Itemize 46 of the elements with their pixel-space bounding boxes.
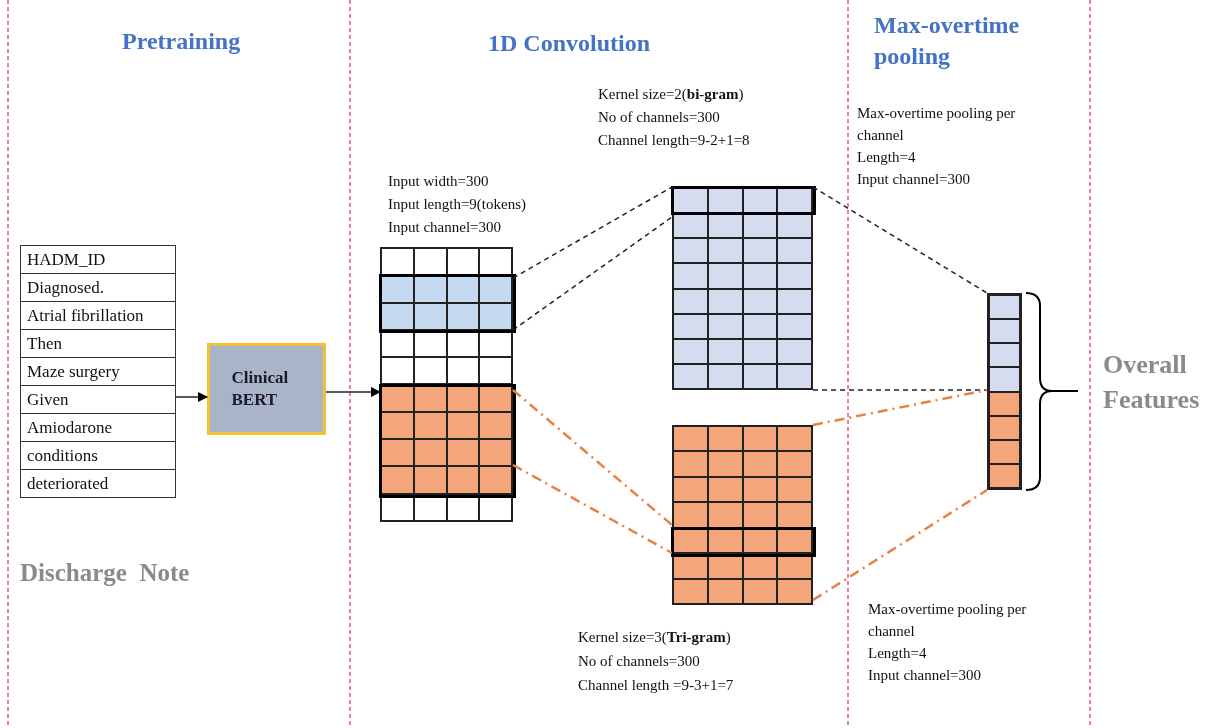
projection-line bbox=[812, 389, 988, 391]
pooled-vector bbox=[987, 293, 1022, 490]
projection-line bbox=[812, 488, 988, 602]
parameter-text: Max-overtime pooling per channel bbox=[857, 104, 1017, 145]
note-row: Given bbox=[21, 385, 175, 413]
section-heading: Max-overtime pooling bbox=[874, 11, 1021, 72]
parameter-text: Input channel=300 bbox=[857, 170, 970, 189]
arrow bbox=[175, 392, 208, 402]
note-row: Atrial fibrillation bbox=[21, 301, 175, 329]
parameter-text: No of channels=300 bbox=[578, 652, 700, 671]
note-row: deteriorated bbox=[21, 469, 175, 497]
feature-matrix bbox=[672, 187, 813, 390]
parameter-text: Input channel=300 bbox=[868, 666, 981, 685]
feature-matrix bbox=[380, 247, 513, 522]
section-heading: Pretraining bbox=[122, 27, 242, 56]
model-box bbox=[207, 343, 326, 435]
parameter-text: Input channel=300 bbox=[388, 218, 501, 237]
note-row-text: HADM_ID bbox=[26, 249, 107, 271]
parameter-text: Kernel size=2(bi-gram) bbox=[598, 85, 744, 104]
note-row: Amiodarone bbox=[21, 413, 175, 441]
note-row: Maze surgery bbox=[21, 357, 175, 385]
parameter-text: No of channels=300 bbox=[598, 108, 720, 127]
parameter-text: Length=4 bbox=[868, 644, 927, 663]
projection-line bbox=[512, 216, 673, 331]
parameter-text: Input length=9(tokens) bbox=[388, 195, 527, 214]
model-label: Clinical BERT bbox=[231, 367, 290, 411]
note-row: Diagnosed. bbox=[21, 273, 175, 301]
projection-line bbox=[812, 186, 988, 294]
projection-line bbox=[512, 463, 673, 555]
feature-matrix bbox=[672, 425, 813, 605]
parameter-text: Channel length =9-3+1=7 bbox=[578, 676, 734, 695]
note-row: Then bbox=[21, 329, 175, 357]
parameter-text: Max-overtime pooling per channel bbox=[868, 600, 1028, 641]
parameter-text: Channel length=9-2+1=8 bbox=[598, 131, 750, 150]
projection-line bbox=[512, 186, 673, 279]
caption-text: Discharge Note bbox=[20, 558, 190, 588]
projection-line bbox=[812, 388, 988, 427]
note-row: conditions bbox=[21, 441, 175, 469]
note-table bbox=[20, 245, 176, 498]
caption-text: Overall Features bbox=[1103, 349, 1201, 417]
section-heading: 1D Convolution bbox=[488, 29, 652, 58]
parameter-text: Length=4 bbox=[857, 148, 916, 167]
parameter-text: Kernel size=3(Tri-gram) bbox=[578, 628, 731, 647]
arrow bbox=[325, 387, 381, 397]
parameter-text: Input width=300 bbox=[388, 172, 489, 191]
projection-line bbox=[512, 389, 673, 526]
